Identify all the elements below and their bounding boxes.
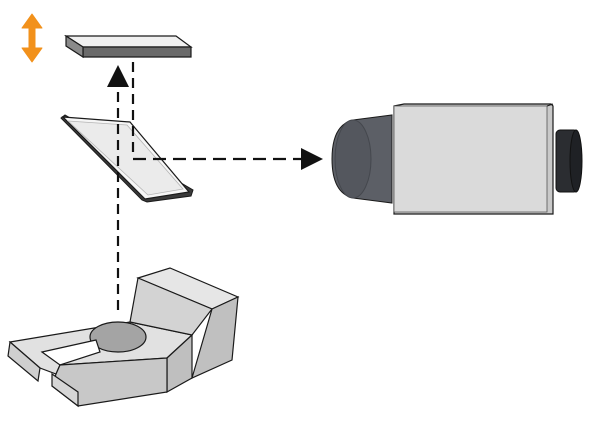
reference-plate-icon [63, 34, 193, 59]
workpiece-icon [7, 267, 240, 408]
double-arrow-vertical-icon [21, 13, 43, 63]
camera-icon [331, 103, 583, 215]
beam-splitter-icon [60, 114, 194, 203]
